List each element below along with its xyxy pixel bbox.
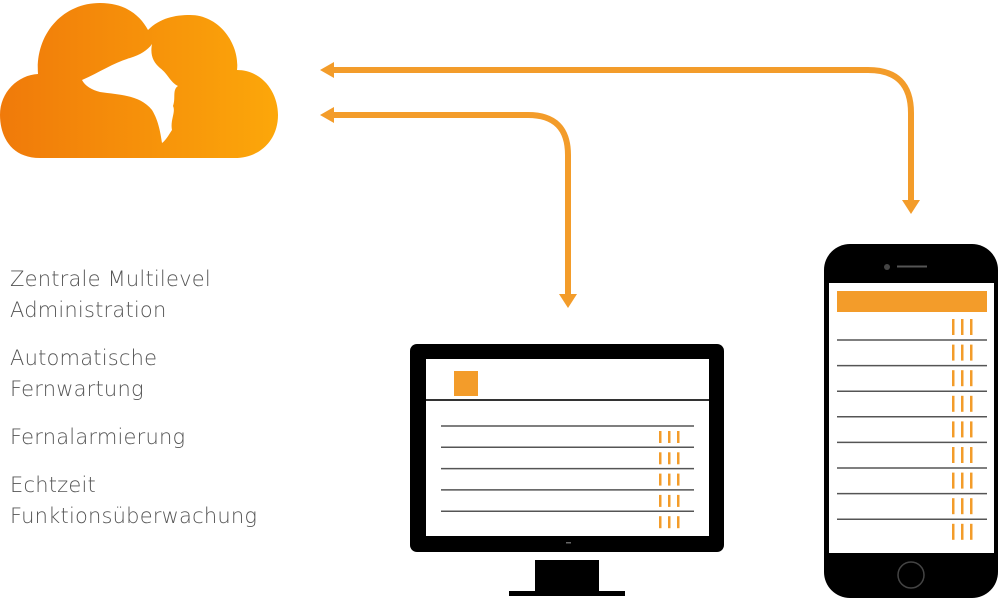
phone-arrow bbox=[330, 67, 914, 200]
list-row bbox=[441, 425, 694, 443]
row-indicator-mark bbox=[961, 447, 964, 463]
row-indicator-mark bbox=[952, 395, 955, 412]
row-indicator-mark bbox=[677, 473, 680, 486]
row-indicator-mark bbox=[970, 472, 973, 489]
row-indicator-mark bbox=[659, 473, 662, 486]
row-indicator-mark bbox=[668, 494, 671, 507]
arrowhead-down-icon bbox=[902, 200, 920, 214]
list-row bbox=[837, 472, 987, 495]
list-row bbox=[441, 467, 694, 486]
row-indicator-mark bbox=[952, 344, 955, 361]
sync-arrows bbox=[330, 67, 914, 296]
arrowhead-left-icon bbox=[320, 107, 334, 123]
row-indicator-mark bbox=[970, 344, 973, 361]
list-row bbox=[441, 446, 694, 465]
row-indicator-mark bbox=[961, 421, 964, 438]
list-row bbox=[441, 510, 694, 529]
list-row bbox=[837, 370, 987, 392]
row-indicator-mark bbox=[961, 395, 964, 412]
desktop-arrow bbox=[330, 112, 571, 296]
row-indicator-mark bbox=[659, 452, 662, 465]
row-indicator-mark bbox=[668, 473, 671, 486]
row-indicator-mark bbox=[961, 523, 964, 540]
feature-item: Echtzeit Funktionsüberwachung bbox=[10, 473, 258, 528]
row-indicator-mark bbox=[668, 452, 671, 465]
arrowheads bbox=[320, 62, 920, 308]
arrowhead-left-icon bbox=[320, 62, 334, 78]
row-indicator-mark bbox=[677, 494, 680, 507]
list-row bbox=[837, 395, 987, 418]
row-indicator-mark bbox=[952, 523, 955, 540]
row-indicator-mark bbox=[952, 319, 955, 335]
row-indicator-mark bbox=[668, 431, 671, 443]
row-indicator-mark bbox=[961, 472, 964, 489]
row-indicator-mark bbox=[659, 494, 662, 507]
list-row bbox=[441, 489, 694, 507]
row-indicator-mark bbox=[970, 447, 973, 463]
cloud-logo-icon bbox=[0, 3, 278, 158]
feature-item: Automatische Fernwartung bbox=[10, 346, 158, 401]
list-row bbox=[837, 498, 987, 520]
row-indicator-mark bbox=[961, 344, 964, 361]
row-indicator-mark bbox=[970, 370, 973, 387]
row-indicator-mark bbox=[961, 498, 964, 515]
row-indicator-mark bbox=[952, 421, 955, 438]
arrowhead-down-icon bbox=[559, 294, 577, 308]
row-indicator-mark bbox=[952, 447, 955, 463]
row-indicator-mark bbox=[970, 395, 973, 412]
row-indicator-mark bbox=[970, 523, 973, 540]
list-row bbox=[837, 344, 987, 367]
feature-list: Zentrale Multilevel Administration Autom… bbox=[10, 264, 257, 549]
row-indicator-mark bbox=[970, 498, 973, 515]
row-indicator-mark bbox=[677, 452, 680, 465]
list-row bbox=[837, 421, 987, 444]
row-indicator-mark bbox=[952, 472, 955, 489]
row-indicator-mark bbox=[677, 431, 680, 443]
row-indicator-mark bbox=[668, 516, 671, 529]
row-indicator-mark bbox=[961, 319, 964, 335]
smartphone-icon bbox=[824, 244, 998, 598]
list-row bbox=[837, 447, 987, 469]
row-indicator-mark bbox=[952, 370, 955, 387]
list-row bbox=[952, 523, 973, 540]
feature-item: Fernalarmierung bbox=[10, 425, 186, 449]
row-indicator-mark bbox=[970, 319, 973, 335]
list-row bbox=[837, 319, 987, 341]
row-indicator-mark bbox=[659, 516, 662, 529]
desktop-monitor-icon bbox=[410, 344, 724, 596]
row-indicator-mark bbox=[659, 431, 662, 443]
row-indicator-mark bbox=[677, 516, 680, 529]
row-indicator-mark bbox=[961, 370, 964, 387]
row-indicator-mark bbox=[952, 498, 955, 515]
feature-item: Zentrale Multilevel Administration bbox=[10, 267, 211, 322]
fox-head-icon bbox=[82, 44, 178, 143]
row-indicator-mark bbox=[970, 421, 973, 438]
